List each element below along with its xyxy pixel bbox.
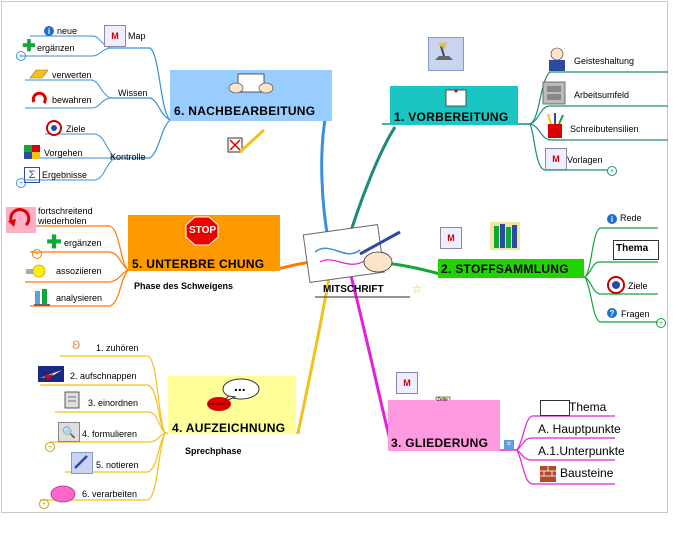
brick-wall-icon — [540, 466, 556, 482]
ear-icon: ʚ — [71, 336, 81, 353]
map-item-neue[interactable]: neue — [57, 26, 78, 36]
thema-sign[interactable] — [613, 240, 659, 260]
expand-icon[interactable]: + — [16, 51, 26, 61]
expand-icon[interactable]: + — [45, 442, 55, 452]
info-icon: i — [607, 214, 617, 224]
link-icon[interactable]: ⌗ — [504, 440, 514, 450]
plus-green-icon: ✚ — [22, 38, 36, 55]
expand-icon[interactable]: + — [32, 249, 42, 259]
nachbearbeitung-group-map[interactable]: Map — [128, 31, 146, 41]
undo-arrow-icon — [30, 90, 48, 108]
mindmanager-logo-icon: M — [545, 148, 567, 170]
airplane-icon — [38, 366, 64, 382]
gliederung-diagram-label: Zeile — [437, 397, 448, 403]
info-icon: i — [44, 26, 54, 36]
hands-paper-icon — [228, 70, 274, 98]
unterbrechung-title: 5. UNTERBRE CHUNG — [132, 257, 265, 271]
aufzeichnung-subtitle: Sprechphase — [185, 446, 242, 456]
vorbereitung-item-geisteshaltung[interactable]: Geisteshaltung — [574, 56, 635, 66]
stoffsammlung-item-fragen[interactable]: Fragen — [621, 309, 650, 319]
expand-icon[interactable]: + — [607, 166, 617, 176]
vorbereitung-item-arbeitsumfeld[interactable]: Arbeitsumfeld — [574, 90, 630, 100]
vorbereitung-item-schreibutensilien[interactable]: Schreibutensilien — [570, 124, 639, 134]
unterbrechung-item-assoziieren[interactable]: assoziieren — [56, 266, 102, 276]
mindmanager-logo-icon: M — [440, 227, 462, 249]
pencil-cup-icon — [542, 112, 568, 140]
note-card-icon — [442, 87, 470, 109]
writing-hand-icon — [300, 222, 405, 284]
stop-sign-text: STOP — [189, 225, 217, 236]
books-icon — [490, 222, 520, 250]
nachbearbeitung-title: 6. NACHBEARBEITUNG — [174, 104, 316, 118]
stoffsammlung-item-thema: Thema — [616, 243, 649, 254]
nachbearbeitung-group-wissen[interactable]: Wissen — [118, 88, 148, 98]
expand-icon[interactable]: + — [656, 318, 666, 328]
stoffsammlung-node[interactable] — [438, 259, 584, 278]
mindmanager-logo-icon: M — [396, 372, 418, 394]
map-item-ergaenzen[interactable]: ergänzen — [37, 43, 75, 53]
expand-icon[interactable]: + — [39, 499, 49, 509]
document-stack-icon — [62, 390, 82, 410]
cabinet-icon — [540, 80, 568, 106]
stoffsammlung-title: 2. STOFFSAMMLUNG — [441, 262, 569, 276]
gliederung-node[interactable] — [388, 400, 500, 451]
gliederung-item-thema[interactable]: Thema — [569, 400, 607, 414]
gold-bars-icon — [28, 66, 50, 80]
aufzeichnung-title: 4. AUFZEICHNUNG — [172, 421, 286, 435]
gliederung-item-bausteine[interactable]: Bausteine — [560, 466, 614, 480]
canvas-frame — [1, 1, 668, 513]
aufzeichnung-item-zuhoeren[interactable]: 1. zuhören — [96, 343, 139, 353]
trunk-aufzeichnung — [296, 271, 332, 434]
unterbrechung-item-ergaenzen[interactable]: ergänzen — [64, 238, 102, 248]
desk-lamp-icon — [428, 37, 464, 71]
thinking-person-icon — [543, 46, 571, 72]
nachbearbeitung-group-kontrolle[interactable]: Kontrolle — [110, 152, 146, 162]
lightbulb-icon — [24, 262, 54, 280]
stop-sign-icon — [185, 216, 219, 246]
unterbrechung-item-analysieren[interactable]: analysieren — [56, 293, 103, 303]
aufzeichnung-item-verarbeiten[interactable]: 6. verarbeiten — [82, 489, 138, 499]
expand-icon[interactable]: + — [16, 178, 26, 188]
pen-icon — [71, 452, 93, 474]
star-icon: ☆ — [411, 282, 423, 296]
vorbereitung-item-vorlagen[interactable]: Vorlagen — [567, 155, 603, 165]
mindmanager-logo-icon: M — [104, 25, 126, 47]
aufzeichnung-item-aufschnappen[interactable]: 2. aufschnappen — [70, 371, 137, 381]
thema-box — [540, 400, 570, 416]
gliederung-item-hauptpunkte[interactable]: A. Hauptpunkte — [538, 422, 621, 436]
kontrolle-item-ergebnisse[interactable]: Ergebnisse — [42, 170, 88, 180]
gliederung-item-unterpunkte[interactable]: A.1.Unterpunkte — [538, 444, 625, 458]
target-icon — [46, 120, 62, 136]
lips-icon — [206, 396, 232, 412]
aufzeichnung-item-notieren[interactable]: 5. notieren — [96, 460, 139, 470]
undo-arrow-icon — [6, 207, 36, 233]
kontrolle-item-ziele[interactable]: Ziele — [66, 124, 86, 134]
wissen-item-bewahren[interactable]: bewahren — [52, 95, 92, 105]
gliederung-title: 3. GLIEDERUNG — [391, 436, 489, 450]
magnifier-icon: 🔍 — [58, 422, 80, 442]
unterbrechung-item-wiederholen-line2[interactable]: wiederholen — [38, 216, 87, 226]
vorbereitung-title: 1. VORBEREITUNG — [394, 110, 509, 124]
stoffsammlung-item-ziele[interactable]: Ziele — [628, 281, 648, 291]
question-icon: ? — [607, 308, 617, 318]
trunk-gliederung — [348, 271, 392, 441]
unterbrechung-subtitle: Phase des Schweigens — [134, 281, 234, 291]
stoffsammlung-item-rede[interactable]: Rede — [620, 213, 642, 223]
center-title[interactable]: MITSCHRIFT — [323, 284, 384, 295]
colored-grid-icon — [24, 145, 40, 159]
brain-icon — [50, 485, 76, 503]
aufzeichnung-item-formulieren[interactable]: 4. formulieren — [82, 429, 138, 439]
aufzeichnung-item-einordnen[interactable]: 3. einordnen — [88, 398, 139, 408]
plus-green-icon: ✚ — [46, 232, 62, 252]
wissen-item-verwerten[interactable]: verwerten — [52, 70, 92, 80]
sigma-icon: Σ — [24, 167, 40, 183]
checkbox-pencil-icon — [226, 128, 266, 158]
lab-flasks-icon — [32, 287, 52, 307]
target-icon — [607, 276, 625, 294]
speech-bubble-dots: ... — [234, 378, 246, 394]
unterbrechung-item-wiederholen-line1[interactable]: fortschreitend — [38, 206, 93, 216]
kontrolle-item-vorgehen[interactable]: Vorgehen — [44, 148, 83, 158]
